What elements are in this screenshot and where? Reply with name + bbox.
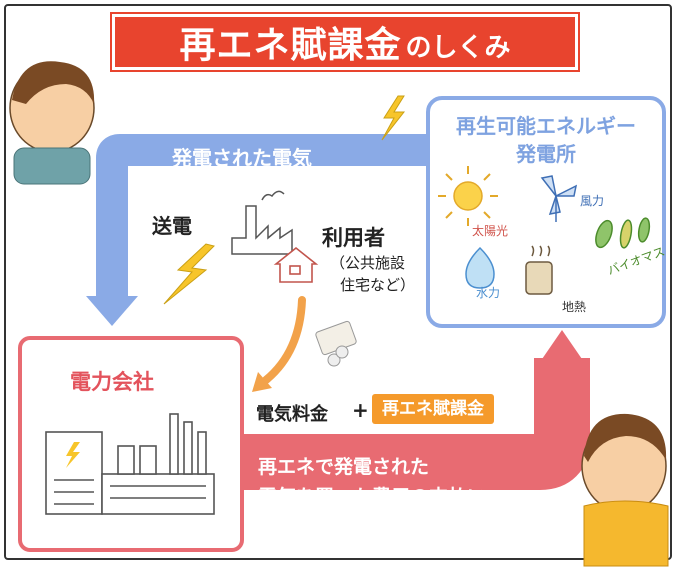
transmission-label: 送電 (152, 214, 192, 238)
water-drop-icon (465, 246, 495, 289)
small-lightning-icon (66, 442, 80, 468)
biomass-icon (595, 217, 651, 249)
blue-arrowhead (86, 296, 138, 326)
blue-flow-arrow (96, 134, 430, 298)
person-top-left-icon (9, 61, 95, 185)
sun-icon (438, 166, 498, 226)
geothermal-icon (525, 245, 553, 295)
title-main: 再エネ賦課金 (179, 25, 402, 66)
red-arrowhead (540, 330, 584, 362)
power-plant-icon (45, 413, 215, 515)
hydro-label: 水力 (476, 286, 501, 300)
wind-turbine-icon (540, 175, 578, 222)
generated-power-label: 発電された電気 (172, 146, 312, 170)
power-company-label: 電力会社 (70, 370, 154, 394)
plus-sign: + (352, 398, 369, 422)
user-subtitle: （公共施設 住宅など） (330, 254, 416, 294)
person-bottom-right-icon (581, 413, 669, 567)
surcharge-badge: 再エネ賦課金 (372, 394, 494, 424)
title-banner: 再エネ賦課金 のしくみ (112, 14, 578, 70)
outer-frame (4, 4, 672, 560)
wind-label: 風力 (580, 194, 605, 208)
red-flow-arrow (240, 358, 590, 490)
payment-label: 再エネで発電された 電気を買った費用の支払い (258, 456, 487, 508)
title-suffix: のしくみ (405, 32, 511, 63)
lightning-icon-top (381, 95, 406, 141)
orange-arrowhead (252, 372, 272, 392)
renewable-plant-title: 再生可能エネルギー 発電所 (456, 114, 636, 166)
coin-icon (327, 353, 341, 367)
factory-icon (231, 190, 293, 255)
house-icon (273, 246, 319, 283)
solar-label: 太陽光 (472, 224, 509, 238)
payment-arrow-orange (262, 296, 306, 384)
coin-icon-2 (335, 345, 349, 359)
electricity-fee-label: 電気料金 (256, 404, 328, 425)
lightning-icon-mid (163, 243, 215, 305)
geothermal-label: 地熱 (562, 300, 587, 314)
user-title: 利用者 (322, 226, 385, 250)
